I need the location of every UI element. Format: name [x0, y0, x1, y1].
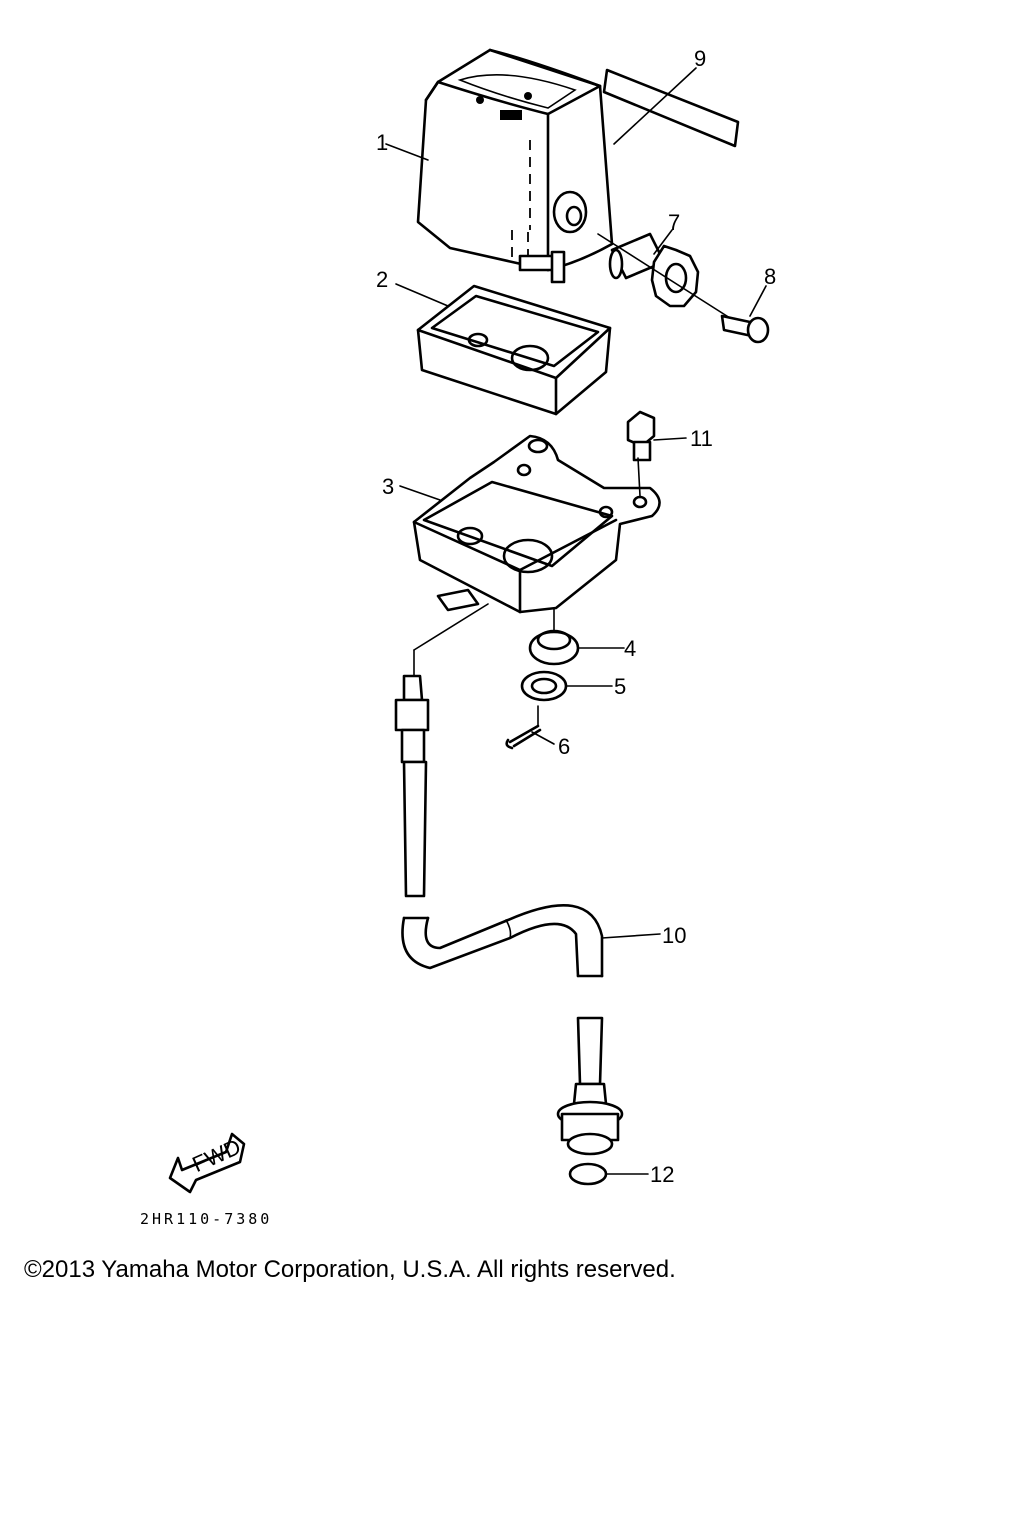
callout-12: 12: [650, 1162, 674, 1187]
part-6-cotter-pin: [505, 724, 542, 750]
part-4-grommet: [528, 629, 580, 666]
part-8-screw: [720, 314, 770, 344]
part-5-washer: [520, 670, 568, 702]
part-11-bolt: [626, 410, 656, 462]
callout-2: 2: [376, 267, 388, 292]
callout-9: 9: [694, 46, 706, 71]
callout-6: 6: [558, 734, 570, 759]
part-10-speedometer-cable: [394, 674, 624, 1156]
callout-1: 1: [376, 130, 388, 155]
fwd-arrow-icon: FWD: [168, 1132, 246, 1194]
callout-numbers: 1 2 3 4 5 6 7 8 9 10 11 12: [376, 46, 776, 1187]
part-2-rubber-cushion: [416, 284, 612, 416]
callout-3: 3: [382, 474, 394, 499]
callout-8: 8: [764, 264, 776, 289]
callout-4: 4: [624, 636, 636, 661]
callout-5: 5: [614, 674, 626, 699]
drawing-code: 2HR110-7380: [140, 1210, 273, 1228]
part-3-meter-bracket: [412, 434, 661, 614]
callout-7: 7: [668, 210, 680, 235]
callout-11: 11: [690, 426, 713, 451]
leader-lines: [385, 67, 767, 1175]
part-1-meter-housing: [416, 48, 614, 284]
callout-10: 10: [662, 923, 686, 948]
copyright-notice: ©2013 Yamaha Motor Corporation, U.S.A. A…: [24, 1256, 676, 1283]
exploded-parts-diagram: FWD 1 2 3 4 5 6 7 8 9 10 11 12: [168, 46, 776, 1194]
part-12-o-ring: [568, 1162, 608, 1186]
part-9-label-strip: [602, 68, 740, 148]
